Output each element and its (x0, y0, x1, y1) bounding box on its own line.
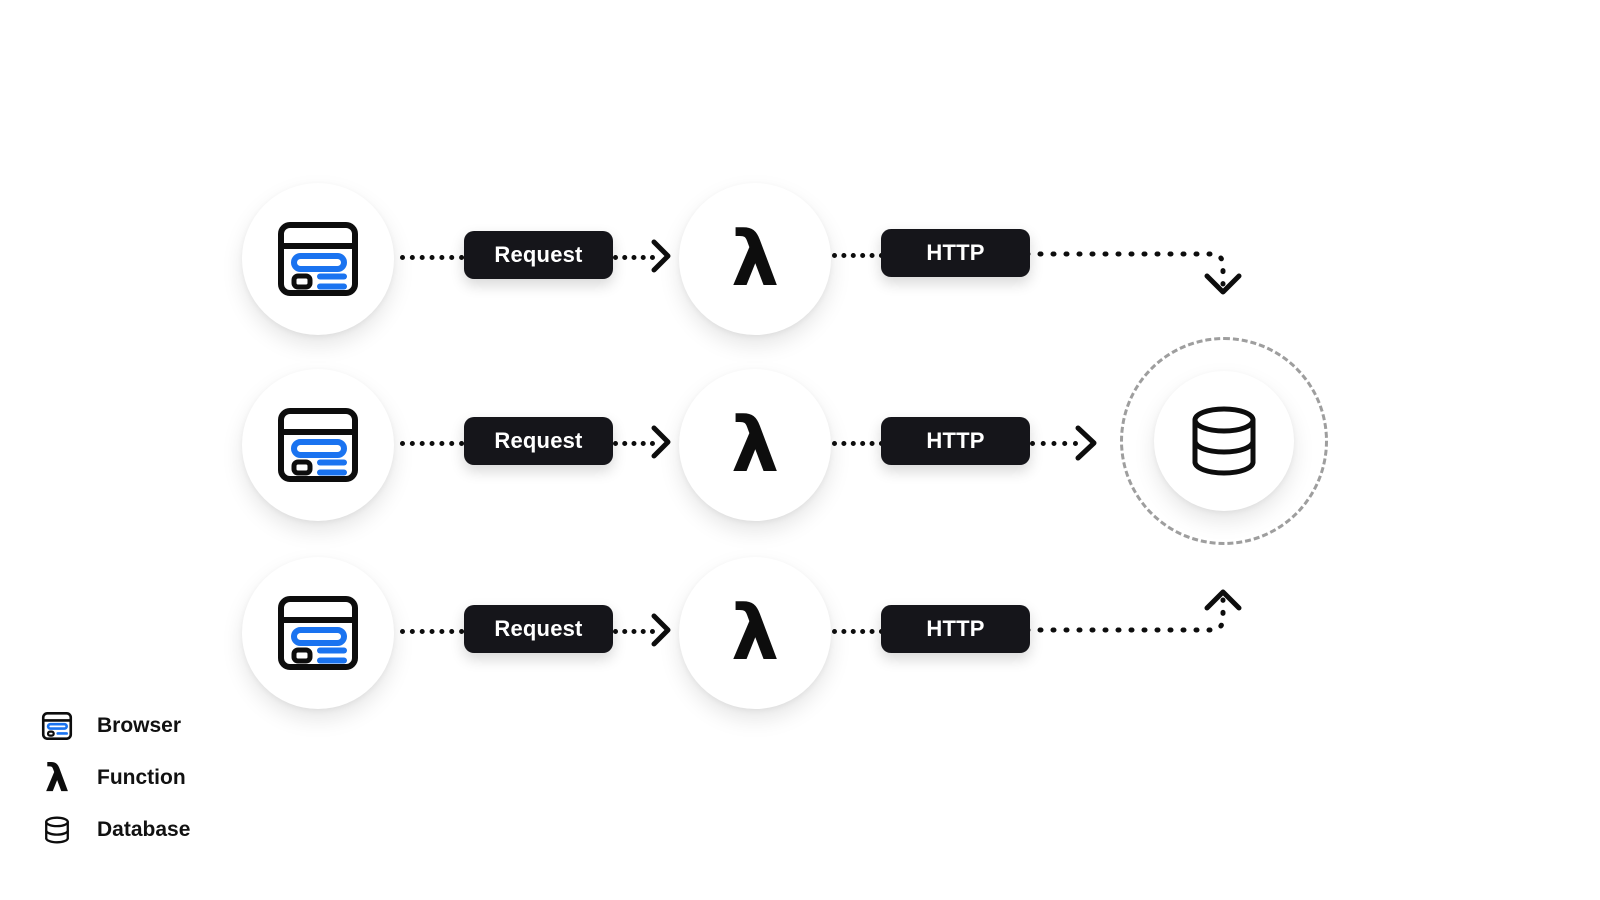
line-request-to-arrow-row3 (613, 629, 655, 634)
legend-item-database: Database (40, 804, 360, 856)
line-request-to-arrow-row1 (613, 255, 655, 260)
legend-label-database: Database (97, 818, 191, 841)
http-badge-label-row2: HTTP (926, 428, 985, 453)
request-badge-row1[interactable]: Request (464, 231, 613, 279)
line-lambda-to-http-row3 (832, 629, 884, 634)
line-lambda-to-http-row1 (832, 253, 884, 258)
function-node-row1[interactable]: λ (679, 183, 831, 335)
arrowhead-request-row2 (651, 425, 671, 459)
browser-node-row2[interactable] (242, 369, 394, 521)
http-badge-label-row3: HTTP (926, 616, 985, 641)
legend-item-function: λ Function (40, 752, 360, 804)
request-badge-label-row3: Request (494, 616, 583, 641)
line-browser-to-request-row3 (400, 629, 474, 634)
legend-label-browser: Browser (97, 714, 182, 737)
line-request-to-arrow-row2 (613, 441, 655, 446)
legend-label-function: Function (97, 766, 186, 789)
function-node-row3[interactable]: λ (679, 557, 831, 709)
browser-icon (278, 596, 358, 670)
line-http-to-db-row2 (1030, 441, 1078, 446)
line-lambda-to-http-row2 (832, 441, 884, 446)
http-badge-row2[interactable]: HTTP (881, 417, 1030, 465)
line-browser-to-request-row2 (400, 441, 474, 446)
lambda-icon: λ (730, 588, 780, 677)
connector-elbow-down-row1 (1024, 251, 1242, 295)
line-browser-to-request-row1 (400, 255, 474, 260)
request-badge-row2[interactable]: Request (464, 417, 613, 465)
http-badge-row3[interactable]: HTTP (881, 605, 1030, 653)
function-node-row2[interactable]: λ (679, 369, 831, 521)
lambda-icon: λ (730, 400, 780, 489)
request-badge-row3[interactable]: Request (464, 605, 613, 653)
legend: Browser λ Function Database (40, 700, 360, 856)
request-badge-label-row1: Request (494, 242, 583, 267)
http-badge-row1[interactable]: HTTP (881, 229, 1030, 277)
browser-icon (278, 408, 358, 482)
lambda-icon: λ (44, 756, 70, 800)
http-badge-label-row1: HTTP (926, 240, 985, 265)
browser-node-row1[interactable] (242, 183, 394, 335)
database-node[interactable] (1154, 371, 1294, 511)
arrowhead-request-row1 (651, 239, 671, 273)
arrowhead-database-row2 (1075, 425, 1097, 461)
database-dashed-ring (1120, 337, 1328, 545)
browser-icon (278, 222, 358, 296)
connector-elbow-up-row3 (1024, 589, 1242, 633)
legend-item-browser: Browser (40, 700, 360, 752)
arrowhead-request-row3 (651, 613, 671, 647)
browser-node-row3[interactable] (242, 557, 394, 709)
database-icon (1192, 406, 1256, 476)
browser-icon (40, 709, 74, 743)
lambda-icon: λ (730, 214, 780, 303)
request-badge-label-row2: Request (494, 428, 583, 453)
database-icon (40, 813, 74, 847)
